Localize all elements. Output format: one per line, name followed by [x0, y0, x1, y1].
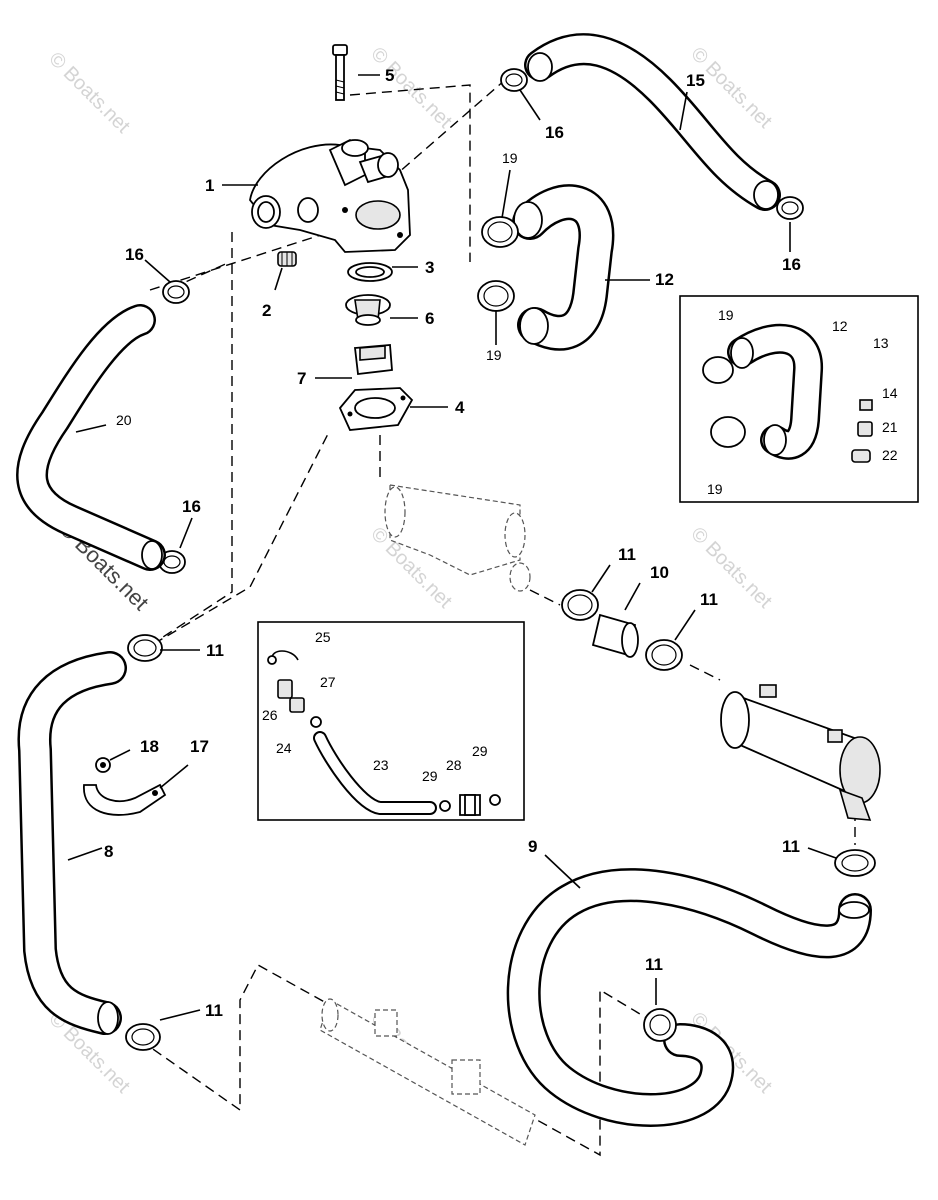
hose-part-8 [17, 651, 127, 1035]
callout-23: 23 [373, 757, 389, 773]
callout-19-inset-bottom: 19 [707, 481, 723, 497]
gasket-plate-part-4 [338, 387, 414, 431]
clamp-part-19-lower [477, 280, 515, 312]
clamp-part-11-b [645, 639, 683, 671]
clamp-part-16-right [776, 196, 804, 220]
callout-29-left: 29 [422, 768, 438, 784]
clamp-part-11-d [643, 1008, 677, 1042]
callout-17: 17 [190, 737, 209, 756]
inset-box-hose-12-variant [679, 295, 919, 503]
callout-24: 24 [276, 740, 292, 756]
callout-19-top: 19 [502, 150, 518, 166]
callout-18: 18 [140, 737, 159, 756]
leader-lines [67, 74, 837, 1021]
thermostat-housing-part-1 [249, 138, 411, 253]
hose-part-20 [16, 304, 166, 571]
callout-3: 3 [425, 258, 434, 277]
callout-19-inset-top: 19 [718, 307, 734, 323]
callout-8: 8 [104, 842, 113, 861]
callout-2: 2 [262, 301, 271, 320]
callout-4: 4 [455, 398, 465, 417]
ghost-manifold [319, 998, 536, 1146]
sleeve-part-7 [353, 344, 393, 375]
callout-12: 12 [655, 270, 674, 289]
callout-21: 21 [882, 419, 898, 435]
ghost-elbow-assembly [384, 484, 531, 592]
bolt-part-5 [332, 44, 348, 101]
callout-11-a: 11 [618, 545, 636, 564]
clamp-part-16-left [162, 280, 190, 304]
callout-13: 13 [873, 335, 889, 351]
callout-11-d: 11 [645, 955, 663, 974]
hose-part-10 [591, 613, 639, 658]
callout-1: 1 [205, 176, 214, 195]
callout-29-right: 29 [472, 743, 488, 759]
clamp-part-11-e [127, 634, 163, 662]
gasket-part-3 [347, 262, 393, 282]
callout-25: 25 [315, 629, 331, 645]
callout-16-right: 16 [782, 255, 801, 274]
callout-20: 20 [116, 412, 132, 428]
clamp-part-11-f [125, 1023, 161, 1051]
thermostat-part-6 [345, 294, 391, 326]
callout-19-bottom: 19 [486, 347, 502, 363]
assembly-lines [139, 79, 856, 1157]
plug-part-2 [277, 251, 297, 267]
callout-27: 27 [320, 674, 336, 690]
callout-22: 22 [882, 447, 898, 463]
callout-11-b: 11 [700, 590, 718, 609]
callout-16-top: 16 [545, 123, 564, 142]
callout-28: 28 [446, 757, 462, 773]
callout-10: 10 [650, 563, 669, 582]
hose-part-9 [506, 868, 872, 1127]
callout-7: 7 [297, 369, 306, 388]
callouts: 5 1 2 3 6 7 4 16 16 16 16 15 19 19 12 20… [104, 66, 898, 1020]
watermark-text: © Boats.net [366, 43, 456, 133]
callout-26: 26 [262, 707, 278, 723]
clamp-part-11-c [834, 849, 876, 877]
heat-exchanger [720, 684, 881, 821]
callout-14: 14 [882, 385, 898, 401]
callout-16-left: 16 [125, 245, 144, 264]
callout-11-f: 11 [205, 1001, 223, 1020]
inset-box-drain-kit [257, 621, 525, 821]
callout-11-e: 11 [206, 641, 224, 660]
callout-11-c: 11 [782, 837, 800, 856]
watermark-text: © Boats.net [44, 48, 134, 138]
hose-part-12 [512, 184, 615, 351]
hose-part-15 [524, 33, 781, 211]
callout-12-inset: 12 [832, 318, 848, 334]
nut-part-18 [95, 757, 111, 773]
clamp-part-16-top [500, 68, 528, 92]
callout-6: 6 [425, 309, 434, 328]
callout-5: 5 [385, 66, 394, 85]
clamp-part-11-a [561, 589, 599, 621]
strap-part-17 [83, 783, 167, 816]
callout-9: 9 [528, 837, 537, 856]
callout-15: 15 [686, 71, 705, 90]
clamp-part-19-upper [481, 216, 519, 248]
callout-16-bottom: 16 [182, 497, 201, 516]
